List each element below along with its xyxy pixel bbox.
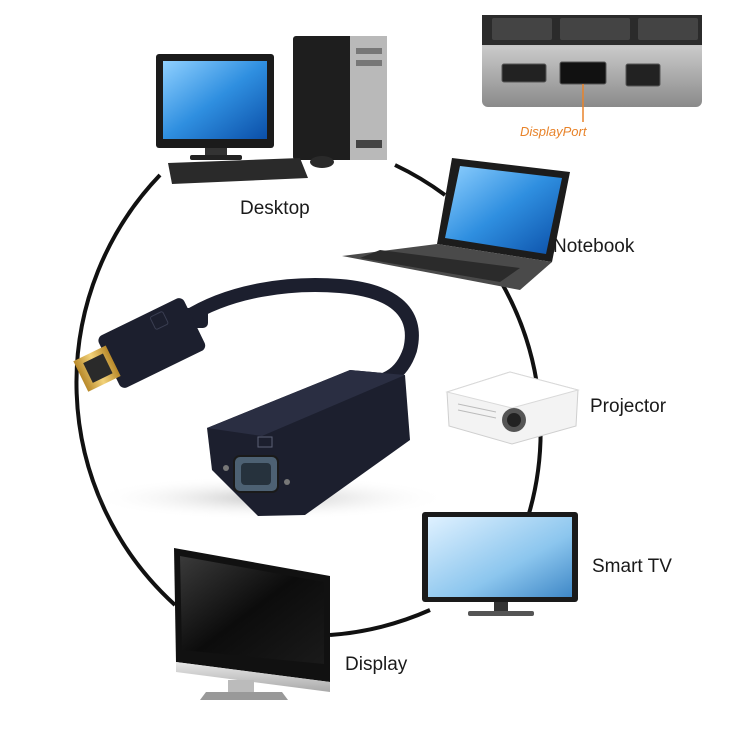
monitor-icon	[174, 548, 330, 700]
display-label: Display	[345, 654, 408, 675]
port-label: DisplayPort	[520, 124, 587, 139]
smart-tv-icon	[422, 512, 578, 616]
displayport-to-vga-adapter-icon	[73, 278, 450, 520]
smart-tv-label: Smart TV	[592, 556, 672, 577]
notebook-label: Notebook	[553, 236, 635, 257]
projector-icon	[445, 371, 580, 445]
port-closeup-icon	[482, 15, 702, 122]
desktop-computer-icon	[156, 36, 387, 184]
desktop-label: Desktop	[240, 198, 310, 219]
laptop-icon	[342, 158, 570, 290]
projector-label: Projector	[590, 396, 667, 417]
